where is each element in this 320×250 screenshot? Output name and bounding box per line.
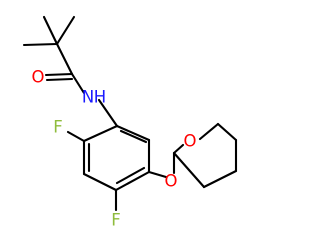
oxygen-ring-label: O <box>184 132 197 151</box>
bond-pyran-2 <box>198 122 220 141</box>
bond-pyran-5 <box>202 169 238 189</box>
bond-ether-1 <box>147 170 168 179</box>
bond-ring-1b <box>119 129 148 144</box>
bond-ring-1 <box>115 124 151 142</box>
bond-pyran-6 <box>172 151 206 189</box>
bond-tbutyl-3 <box>55 15 76 46</box>
structure-diagram: O N H F F O O <box>22 15 238 230</box>
bond-pyran-1 <box>172 143 185 155</box>
bond-tbutyl-4 <box>55 42 74 76</box>
bond-fluorine-top <box>66 130 86 143</box>
bond-amide-2 <box>97 98 119 128</box>
bond-pyran-3 <box>216 122 238 142</box>
atom-label-layer: O N H F F O O <box>32 68 197 230</box>
bond-carbonyl-1 <box>44 72 74 77</box>
bond-layer <box>22 15 238 212</box>
bond-tbutyl-1 <box>42 15 59 46</box>
bond-carbonyl-2 <box>45 77 74 82</box>
fluorine-bottom-label: F <box>111 211 121 230</box>
bond-amide-1 <box>70 72 86 95</box>
oxygen-ether-label: O <box>165 172 178 191</box>
hydrogen-amide-label: H <box>94 88 106 107</box>
molecule-structure: O N H F F O O <box>22 15 238 230</box>
fluorine-top-label: F <box>53 118 63 137</box>
bond-ring-6 <box>82 124 119 143</box>
nitrogen-amide-label: N <box>82 88 94 107</box>
oxygen-carbonyl-label: O <box>32 68 45 87</box>
bond-ring-4 <box>82 172 118 192</box>
bond-ring-3b <box>115 166 146 185</box>
bond-tbutyl-2 <box>22 42 59 47</box>
bond-ring-3 <box>114 170 151 192</box>
